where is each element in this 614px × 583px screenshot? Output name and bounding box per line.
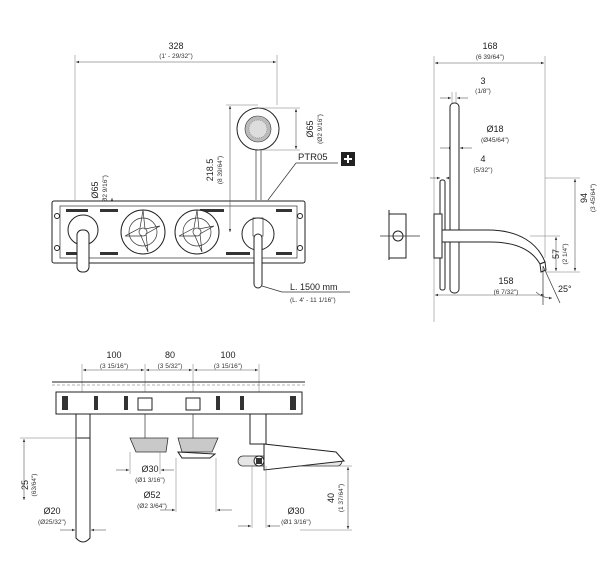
dim-left-dia-imperial: (Ø2 9/16") xyxy=(102,175,109,205)
product-code-label: PTR05 xyxy=(298,152,328,163)
dim-spacing-2-value: 80 xyxy=(165,350,175,360)
bottom-plate xyxy=(55,391,303,415)
dim-dia-52-value: Ø52 xyxy=(143,490,160,500)
front-view: 328 (1' - 29/32") Ø65 (Ø2 9/16") xyxy=(51,41,355,304)
dim-total-width-imperial: (1' - 29/32") xyxy=(159,53,193,60)
dim-height-94-value: 94 xyxy=(579,193,589,203)
dim-spacing-3-value: 100 xyxy=(220,350,235,360)
dim-left-dia-value: Ø65 xyxy=(90,181,100,198)
dim-depth-25-imperial: (63/64") xyxy=(31,474,38,497)
handle-1 xyxy=(120,209,166,255)
dim-handshower-height-imperial: (8 39/64") xyxy=(217,156,224,184)
angle-value: 25° xyxy=(558,284,572,294)
dim-height-40-value: 40 xyxy=(326,493,336,503)
handshower-handle xyxy=(253,233,263,289)
dim-height-57-imperial: (2 1/4") xyxy=(562,243,569,264)
dim-handshower-dia-imperial: (Ø2 9/16") xyxy=(317,114,324,144)
dim-dia-30-a-value: Ø30 xyxy=(141,464,158,474)
dim-spacing-2-imperial: (3 5/32") xyxy=(158,363,183,370)
dim-handshower-dia-value: Ø65 xyxy=(305,120,315,137)
dim-offset-imperial: (5/32") xyxy=(473,167,492,174)
dim-spacing-1-imperial: (3 15/16") xyxy=(100,363,128,370)
side-view: 168 (6 39/64") 3 (1/8") Ø18 (Ø45/64") 4 … xyxy=(380,41,597,322)
dim-dia-52-imperial: (Ø2 3/64") xyxy=(137,503,167,510)
dim-dia-20-imperial: (Ø25/32") xyxy=(38,519,66,526)
handle-2 xyxy=(174,209,220,255)
dim-height-40-imperial: (1 37/64") xyxy=(338,484,345,512)
dim-reach-imperial: (6 7/32") xyxy=(494,289,519,296)
dim-dia-30-a-imperial: (Ø1 3/16") xyxy=(135,477,165,484)
side-handshower xyxy=(449,102,460,294)
hose-length-imperial: (L. 4' - 11 1/16") xyxy=(290,297,336,304)
dim-gap-value: 3 xyxy=(480,76,485,86)
dim-depth-imperial: (6 39/64") xyxy=(476,54,504,61)
dim-total-width-value: 328 xyxy=(168,41,183,51)
bottom-view: 100 (3 15/16") 80 (3 5/32") 100 (3 15/16… xyxy=(20,350,352,543)
dim-dia-30-b-imperial: (Ø1 3/16") xyxy=(281,519,311,526)
dim-height-94-imperial: (3 45/64") xyxy=(590,184,597,212)
dim-handshower-height-value: 218.5 xyxy=(205,159,215,182)
bottom-left-spout xyxy=(75,437,91,543)
dim-spacing-3-imperial: (3 15/16") xyxy=(214,363,242,370)
dim-depth-25-value: 25 xyxy=(20,480,30,490)
dim-stem-dia-value: Ø18 xyxy=(486,124,503,134)
dim-reach-value: 158 xyxy=(498,276,513,286)
dim-dia-20-value: Ø20 xyxy=(43,506,60,516)
dim-depth-value: 168 xyxy=(482,41,497,51)
dim-dia-30-b-value: Ø30 xyxy=(287,506,304,516)
hose-length-value: L. 1500 mm xyxy=(290,282,338,292)
bottom-handle-2 xyxy=(177,437,219,453)
bottom-handle-1 xyxy=(129,437,169,453)
dim-gap-imperial: (1/8") xyxy=(475,88,491,95)
dim-spacing-1-value: 100 xyxy=(106,350,121,360)
dim-height-57-value: 57 xyxy=(551,249,561,259)
dim-offset-value: 4 xyxy=(480,154,485,164)
left-spout xyxy=(76,229,90,273)
dim-stem-dia-imperial: (Ø45/64") xyxy=(481,137,509,144)
